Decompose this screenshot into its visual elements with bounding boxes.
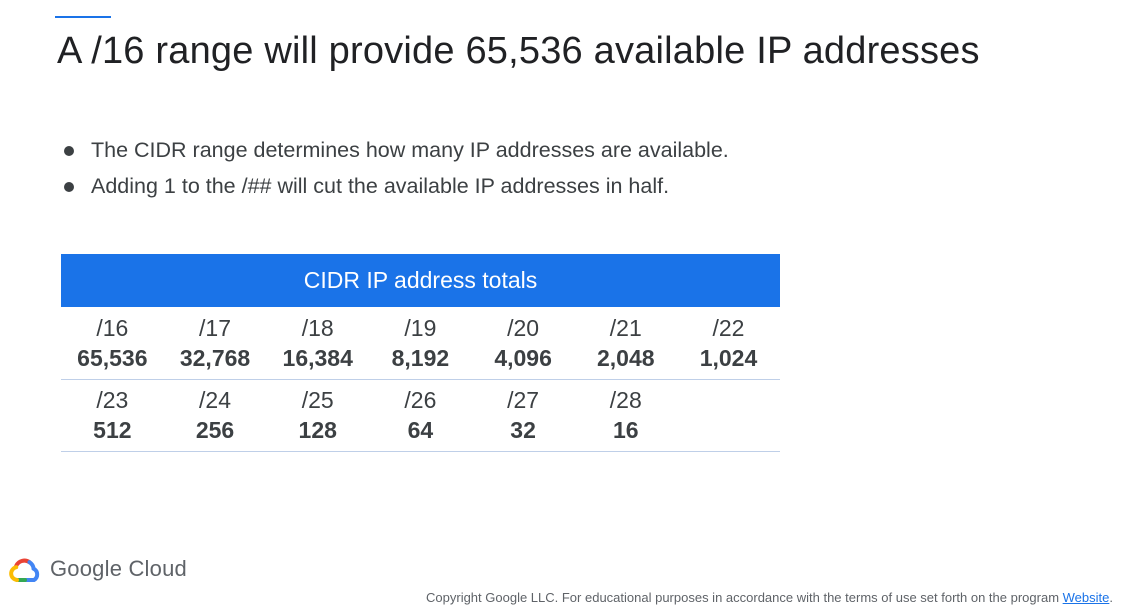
table-cell: /16 65,536 (61, 307, 164, 379)
cidr-prefix: /16 (96, 314, 129, 341)
address-count: 16,384 (282, 344, 353, 371)
bullet-item: The CIDR range determines how many IP ad… (62, 132, 729, 168)
page-title: A /16 range will provide 65,536 availabl… (57, 30, 980, 72)
table-cell: /24 256 (164, 380, 267, 451)
table-cell: /19 8,192 (369, 307, 472, 379)
table-cell: /23 512 (61, 380, 164, 451)
address-count: 32,768 (179, 344, 251, 371)
table-row: /23 512 /24 256 /25 128 /26 64 /27 32 /2… (61, 380, 780, 452)
table-cell: /17 32,768 (164, 307, 267, 379)
bullet-dot-icon (64, 182, 74, 192)
address-count: 32 (510, 417, 536, 443)
address-count: 65,536 (77, 344, 148, 371)
table-cell: /20 4,096 (472, 307, 575, 379)
google-cloud-icon (9, 558, 40, 582)
bullet-text: Adding 1 to the /## will cut the availab… (91, 174, 670, 198)
table-cell: /27 32 (472, 380, 575, 451)
cidr-prefix: /18 (301, 314, 334, 341)
cidr-prefix: /28 (609, 387, 642, 413)
cidr-table: CIDR IP address totals /16 65,536 /17 32… (61, 254, 780, 452)
table-cell-empty (677, 380, 780, 451)
cidr-prefix: /24 (199, 387, 232, 413)
table-row: /16 65,536 /17 32,768 /18 16,384 /19 8,1… (61, 307, 780, 380)
address-count: 256 (195, 417, 235, 443)
cidr-prefix: /19 (404, 314, 437, 341)
footer: Copyright Google LLC. For educational pu… (426, 590, 1113, 605)
address-count: 4,096 (494, 344, 552, 371)
footer-text: Copyright Google LLC. For educational pu… (426, 590, 1063, 605)
address-count: 1,024 (699, 344, 758, 371)
table-cell: /22 1,024 (677, 307, 780, 379)
bullet-dot-icon (64, 146, 74, 156)
cidr-prefix: /23 (96, 387, 129, 413)
table-cell: /25 128 (266, 380, 369, 451)
title-accent-line (55, 16, 111, 18)
cidr-prefix: /20 (507, 314, 540, 341)
cidr-prefix: /17 (199, 314, 232, 341)
footer-suffix: . (1109, 590, 1113, 605)
cidr-prefix: /22 (712, 314, 745, 341)
logo-text: Google Cloud (50, 556, 187, 581)
cidr-prefix: /26 (404, 387, 437, 413)
cidr-prefix: /25 (301, 387, 334, 413)
cidr-prefix: /21 (609, 314, 642, 341)
bullet-text: The CIDR range determines how many IP ad… (91, 138, 729, 162)
address-count: 512 (93, 417, 132, 443)
table-cell: /28 16 (574, 380, 677, 451)
address-count: 128 (298, 417, 337, 443)
table-cell: /18 16,384 (266, 307, 369, 379)
table-cell: /21 2,048 (574, 307, 677, 379)
address-count: 16 (612, 417, 639, 443)
address-count: 2,048 (597, 344, 655, 371)
address-count: 8,192 (391, 344, 450, 371)
google-cloud-logo: Google Cloud (8, 555, 187, 583)
table-header: CIDR IP address totals (61, 254, 780, 307)
cidr-prefix: /27 (507, 387, 540, 413)
website-link[interactable]: Website (1062, 590, 1110, 605)
address-count: 64 (407, 417, 434, 443)
bullet-list: The CIDR range determines how many IP ad… (62, 132, 729, 204)
table-cell: /26 64 (369, 380, 472, 451)
bullet-item: Adding 1 to the /## will cut the availab… (62, 168, 729, 204)
